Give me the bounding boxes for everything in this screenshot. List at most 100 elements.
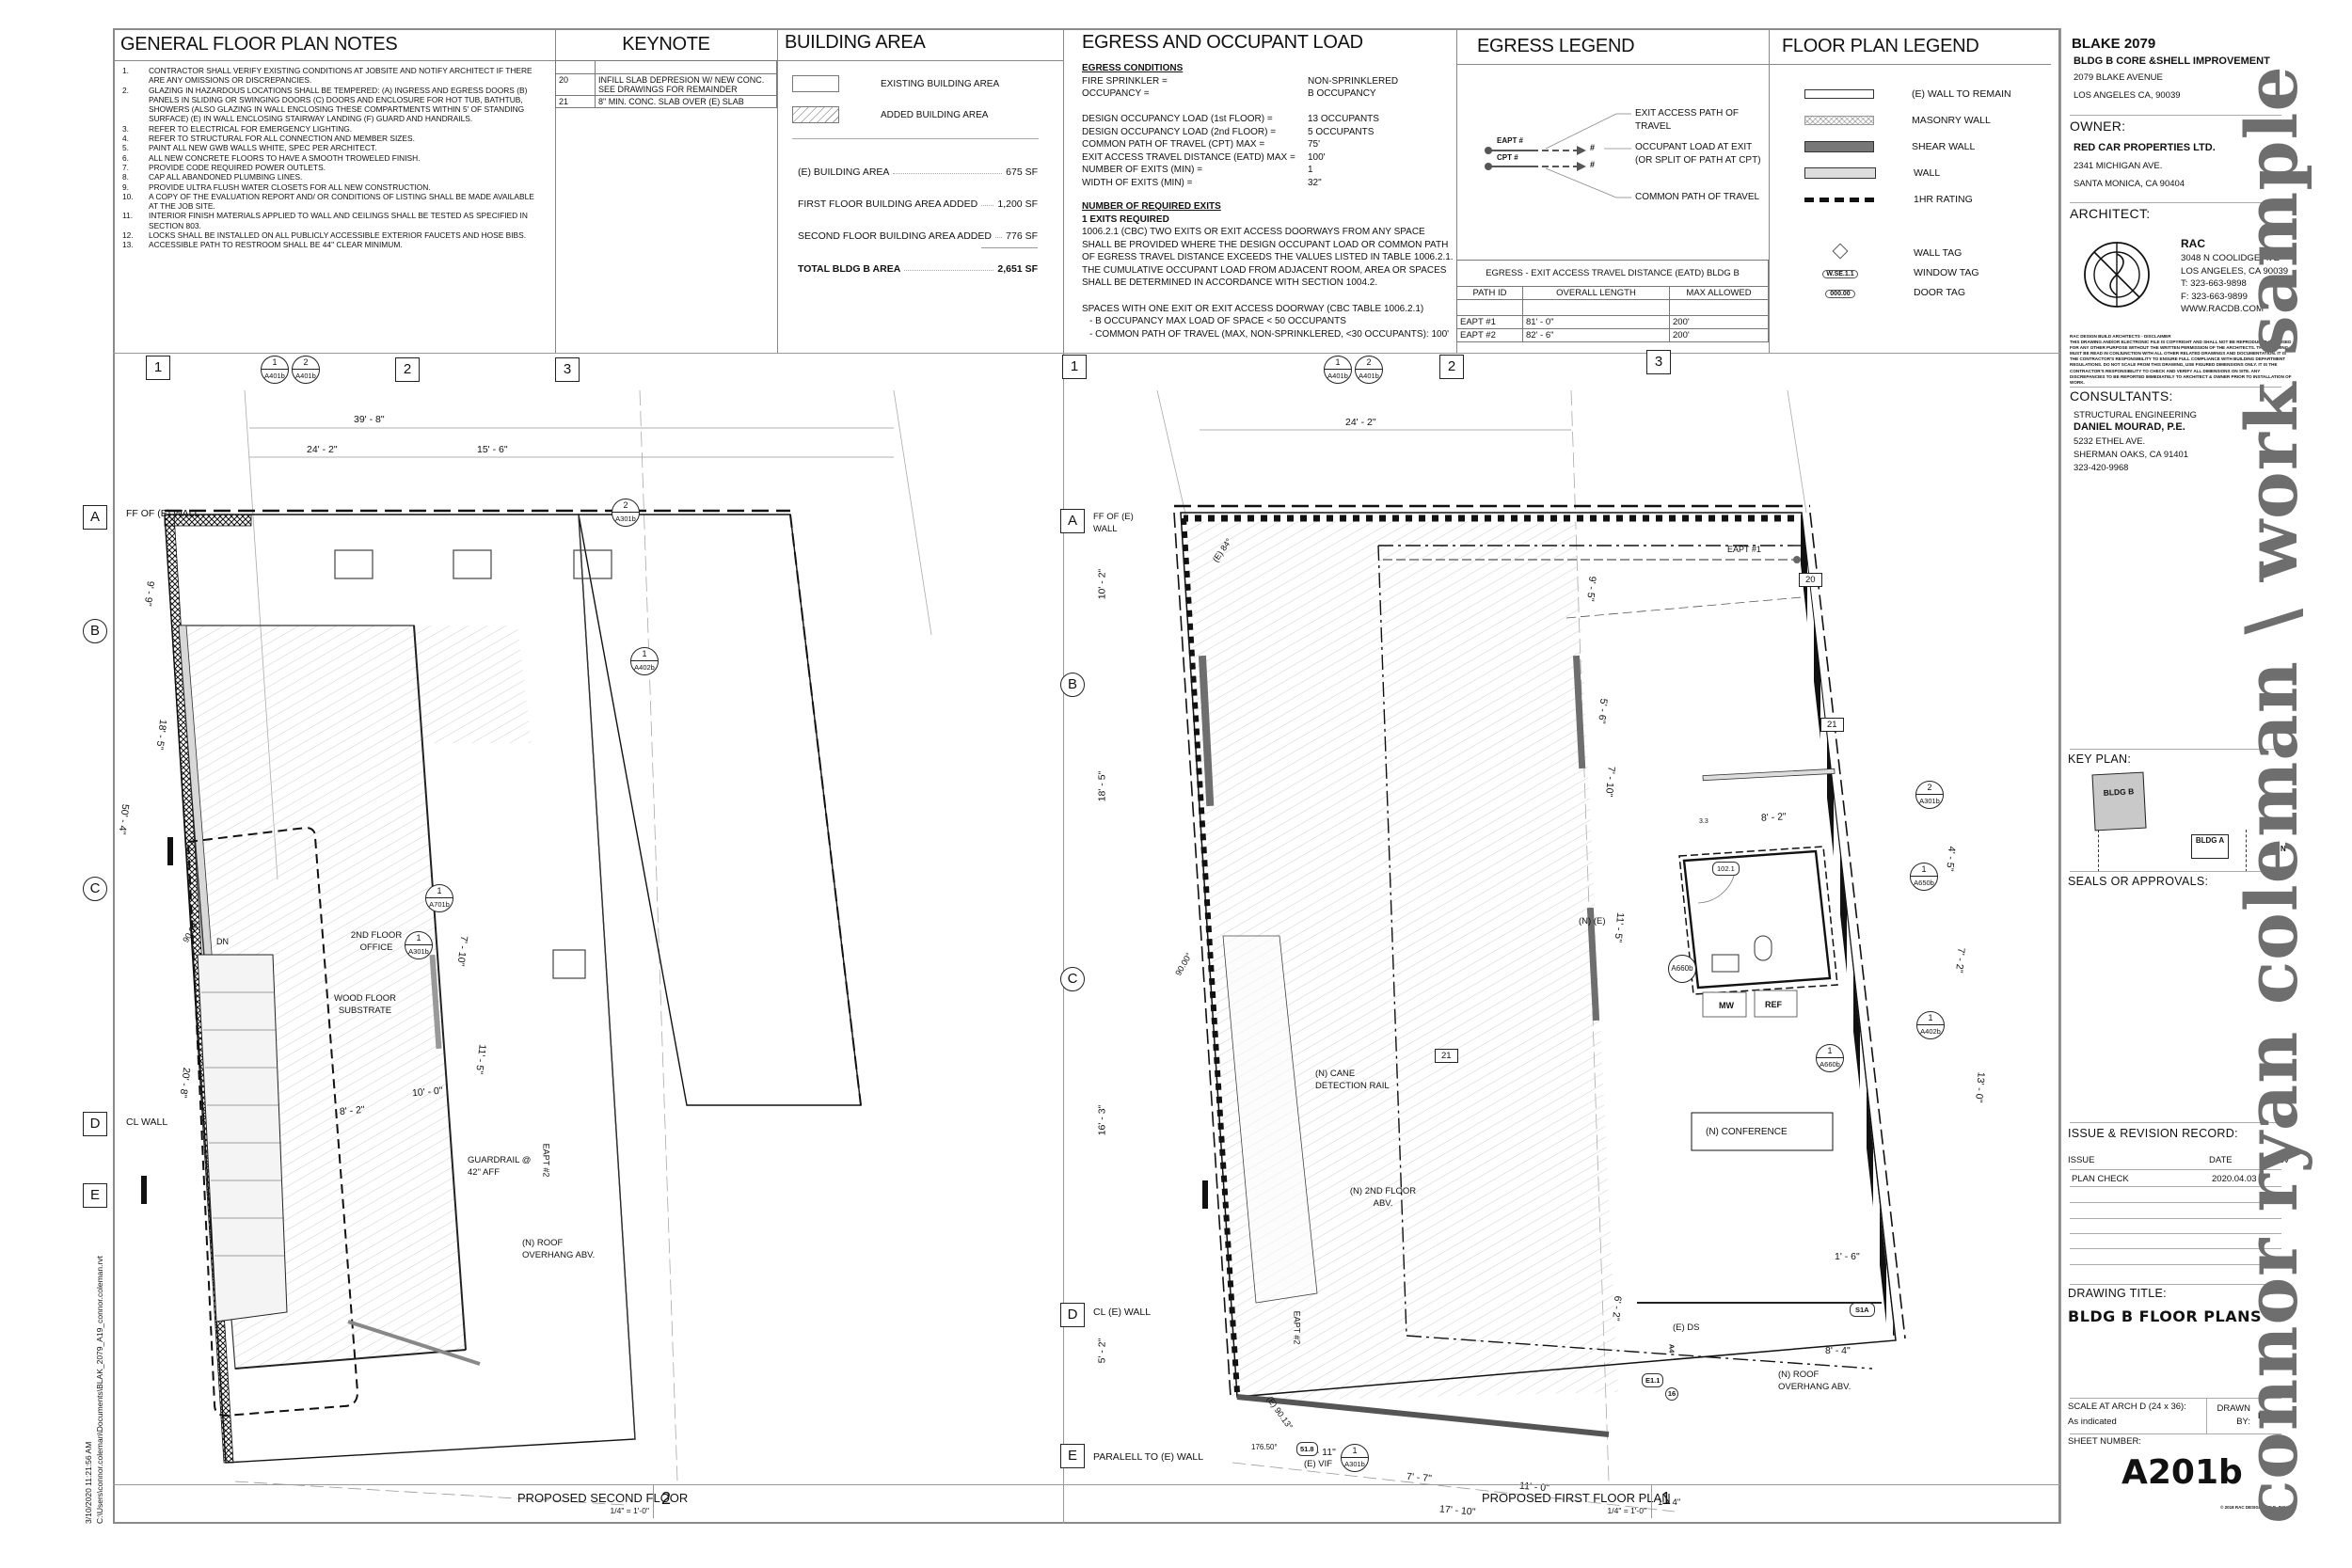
col-overall-length: OVERALL LENGTH [1522, 286, 1670, 300]
note-cane-rail: (N) CANE DETECTION RAIL [1315, 1069, 1390, 1091]
first-floor-drawing [1156, 389, 1906, 1513]
wall-tag: 3.3 [1699, 818, 1708, 825]
rev-col-rev: REV [2271, 1155, 2290, 1165]
general-note-item: 12.LOCKS SHALL BE INSTALLED ON ALL PUBLI… [122, 230, 541, 240]
consultant-phone: 323-420-9968 [2074, 462, 2129, 472]
note-text: A COPY OF THE EVALUATION REPORT AND/ OR … [149, 191, 534, 212]
grid-row-d: D [83, 1112, 107, 1136]
divider [2070, 1433, 2281, 1434]
keynote-tag-20[interactable]: 20 [1799, 573, 1822, 587]
wall-swatch [1804, 167, 1876, 179]
note-text: ALL NEW CONCRETE FLOORS TO HAVE A SMOOTH… [149, 152, 421, 163]
sheet-number: A201b [2122, 1453, 2243, 1492]
callout-number: 1 [405, 932, 432, 945]
elevation-callout[interactable]: A660b [1668, 955, 1696, 983]
keynote-tag-21[interactable]: 21 [1435, 1049, 1458, 1063]
note-cl-wall: CL WALL [126, 1117, 168, 1128]
header-band-divider [113, 353, 2060, 354]
callout-sheet: A301b [1919, 797, 1940, 805]
consultant-address-1: 5232 ETHEL AVE. [2074, 436, 2146, 446]
callout-number: 1 [1917, 1012, 1944, 1025]
architect-name: RAC [2181, 237, 2205, 250]
keynote-tag-21[interactable]: 21 [1820, 718, 1844, 732]
sheet-number-label: SHEET NUMBER: [2068, 1436, 2141, 1447]
legend-label: (E) WALL TO REMAIN [1912, 88, 2011, 100]
project-address-1: 2079 BLAKE AVENUE [2074, 72, 2163, 83]
divider [113, 1484, 1063, 1485]
egress-legend-title: EGRESS LEGEND [1477, 36, 1635, 56]
grid-col-1: 1 [1062, 355, 1087, 379]
room-label-conference: (N) CONFERENCE [1706, 1127, 1788, 1137]
general-note-item: 3.REFER TO ELECTRICAL FOR EMERGENCY LIGH… [122, 124, 541, 134]
added-area-label: ADDED BUILDING AREA [881, 110, 989, 120]
general-note-item: 13.ACCESSIBLE PATH TO RESTROOM SHALL BE … [122, 240, 541, 249]
grid-col-3: 3 [1646, 350, 1671, 374]
divider [2070, 387, 2281, 388]
note-2nd-floor-above: (N) 2ND FLOOR ABV. [1349, 1186, 1417, 1209]
note-number: 7. [122, 162, 129, 172]
disclaimer-text: THIS DRAWING AND/OR ELECTRONIC FILE IS C… [2070, 340, 2292, 385]
dim-5-6: 5' - 6" [1596, 698, 1610, 724]
overall-length: 82' - 6" [1522, 328, 1670, 342]
egress-condition-row: WIDTH OF EXITS (MIN) =32" [1082, 177, 1454, 190]
owner-address-2: SANTA MONICA, CA 90404 [2074, 179, 2185, 189]
disclaimer-title: RAC DESIGN BUILD ARCHITECTS - DISCLAIMER [2070, 334, 2171, 339]
dim-d-e: 5' - 2" [1096, 1338, 1108, 1364]
callout-sheet: A660b [1820, 1060, 1840, 1069]
eatd-table: EGRESS - EXIT ACCESS TRAVEL DISTANCE (EA… [1456, 260, 1769, 342]
keynote-text: INFILL SLAB DEPRESION W/ NEW CONC. SEE D… [595, 73, 777, 96]
condition-value: 100' [1308, 151, 1326, 163]
general-note-item: 7.PROVIDE CODE REQUIRED POWER OUTLETS. [122, 163, 541, 172]
window-tag-a4: A4 [1667, 1343, 1677, 1354]
condition-value: 5 OCCUPANTS [1308, 126, 1375, 137]
legend-label: WALL [1914, 167, 1941, 179]
note-text: INTERIOR FINISH MATERIALS APPLIED TO WAL… [149, 211, 528, 230]
owner-address-1: 2341 MICHIGAN AVE. [2074, 161, 2163, 171]
area-label: SECOND FLOOR BUILDING AREA ADDED [798, 230, 992, 242]
print-file-path: C:\Users\connor.coleman\Documents\BLAK_2… [95, 1256, 104, 1524]
window-tag-icon: W.SE.1.1 [1822, 269, 1858, 278]
divider [1456, 28, 1457, 353]
single-exit-heading: SPACES WITH ONE EXIT OR EXIT ACCESS DOOR… [1082, 303, 1424, 314]
note-number: 8. [122, 172, 129, 182]
max-allowed: 200' [1669, 315, 1769, 329]
plan-divider [1063, 353, 1064, 1524]
dim-7-7: 7' - 7" [1406, 1470, 1433, 1485]
callout-number: 1 [1325, 356, 1351, 370]
condition-key: NUMBER OF EXITS (MIN) = [1082, 165, 1203, 175]
architect-contact: 3048 N COOLIDGE AVE LOS ANGELES, CA 9003… [2181, 252, 2288, 316]
keynote-id: 20 [555, 73, 596, 96]
rev-col-issue: ISSUE [2068, 1155, 2095, 1165]
view-number-1: 1 [1661, 1489, 1672, 1508]
grid-row-b: B [83, 619, 107, 643]
grid-row-b: B [1060, 673, 1085, 697]
shear-wall-swatch [1804, 141, 1874, 152]
legend-shear-wall: SHEAR WALL [1804, 134, 2011, 160]
divider [2070, 115, 2281, 116]
egress-path-eapt-1: EAPT #1 [1727, 545, 1761, 554]
project-subtitle: BLDG B CORE &SHELL IMPROVEMENT [2074, 55, 2270, 67]
callout-sheet: A660b [1671, 964, 1693, 973]
grid-row-d: D [1060, 1303, 1085, 1327]
exit-access-path-label: EXIT ACCESS PATH OF TRAVEL [1635, 108, 1740, 132]
note-roof-overhang: (N) ROOF OVERHANG ABV. [522, 1238, 596, 1260]
note-number: 9. [122, 182, 129, 192]
divider [2070, 1398, 2281, 1399]
